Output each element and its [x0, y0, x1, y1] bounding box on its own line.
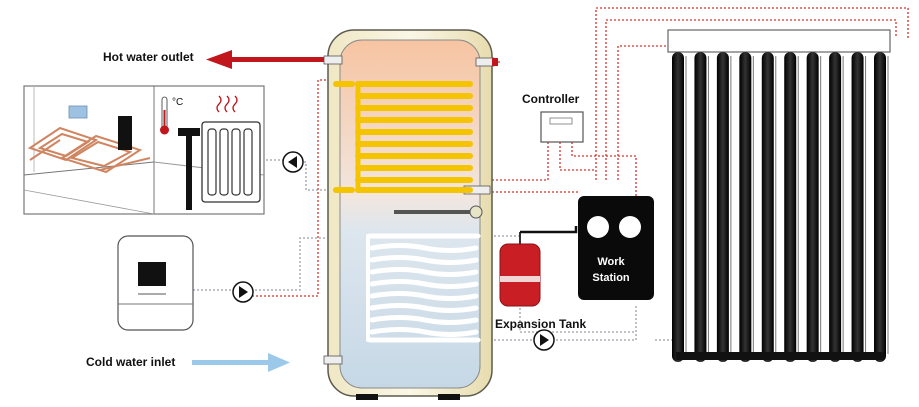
- pipe-station-side: [519, 300, 636, 333]
- controller-label: Controller: [522, 92, 580, 106]
- wall-picture: [68, 105, 88, 119]
- expansion-tank: [499, 226, 578, 307]
- pipe-collector-bottom: [617, 45, 668, 180]
- door: [118, 116, 132, 150]
- radiator-pipe: [186, 128, 192, 210]
- pipe-radiator-loop-red: [245, 79, 326, 297]
- collector-tube: [694, 52, 707, 362]
- lower-heat-coil: [366, 233, 481, 343]
- controller-unit: [540, 111, 584, 143]
- heat-waves-icon: [216, 95, 238, 113]
- pipe-boiler-return: [255, 237, 326, 291]
- collector-tube: [874, 52, 886, 362]
- pipe-radiator-loop-grey: [300, 161, 326, 191]
- radiator-icon: [201, 121, 261, 203]
- pipe-collector-supply: [595, 7, 909, 180]
- floor-heating-coils: [27, 126, 151, 174]
- pipe-pump-to-collector: [556, 304, 637, 341]
- gauge-icon: [619, 216, 641, 238]
- collector-tube: [672, 52, 684, 362]
- upper-heat-coil: [333, 81, 473, 193]
- hot-water-arrow: [206, 50, 328, 69]
- pipe-controller-sensor-a: [490, 142, 549, 181]
- hot-water-outlet-label: Hot water outlet: [103, 50, 194, 64]
- boiler-unit: [117, 235, 194, 331]
- temperature-unit-label: °C: [172, 97, 184, 108]
- collector-tube: [761, 52, 774, 362]
- pipe-controller-sensor-b: [559, 142, 596, 171]
- boiler-display: [138, 262, 166, 286]
- expansion-tank-label: Expansion Tank: [495, 317, 587, 331]
- pipe-collector-return: [605, 19, 897, 180]
- collector-tube: [806, 52, 819, 362]
- work-station-label-line2: Station: [592, 272, 630, 284]
- collector-tube: [851, 52, 864, 362]
- work-station-label-line1: Work: [597, 256, 625, 268]
- collector-tube: [716, 52, 729, 362]
- pump-icon: [282, 151, 304, 173]
- solar-collector: [667, 29, 891, 362]
- collector-tube: [784, 52, 797, 362]
- pump-icon: [533, 329, 555, 351]
- thermometer-icon: [160, 96, 169, 135]
- pipe-network: [193, 7, 909, 341]
- cold-water-inlet-label: Cold water inlet: [86, 355, 176, 369]
- pipe-controller-sensor-c: [571, 142, 637, 196]
- pump-icon: [232, 281, 254, 303]
- work-station: [578, 196, 654, 300]
- house-room: [23, 85, 265, 215]
- storage-tank: [323, 29, 498, 400]
- collector-tube: [739, 52, 752, 362]
- cold-water-arrow: [192, 353, 290, 372]
- gauge-icon: [587, 216, 609, 238]
- heating-element: [394, 210, 474, 214]
- collector-tube: [829, 52, 842, 362]
